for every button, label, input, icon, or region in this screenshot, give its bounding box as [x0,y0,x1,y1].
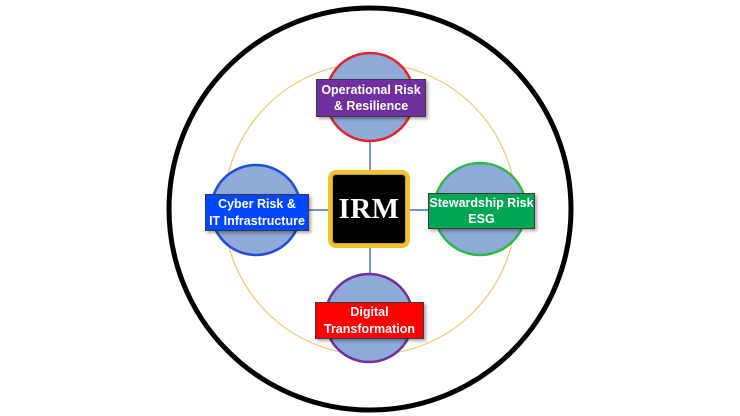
operational-risk-box: Operational Risk & Resilience [316,79,426,117]
cyber-risk-label: Cyber Risk & IT Infrastructure [209,197,305,228]
cyber-risk-box: Cyber Risk & IT Infrastructure [205,194,309,231]
digital-transformation-box: Digital Transformation [315,302,424,339]
digital-transformation-label: Digital Transformation [324,305,415,336]
irm-center-box: IRM [328,170,410,248]
stewardship-risk-box: Stewardship Risk ESG [428,193,535,229]
outer-ring [166,5,574,413]
stewardship-risk-label: Stewardship Risk ESG [429,195,534,226]
irm-label: IRM [338,192,400,225]
operational-risk-label: Operational Risk & Resilience [321,82,421,113]
